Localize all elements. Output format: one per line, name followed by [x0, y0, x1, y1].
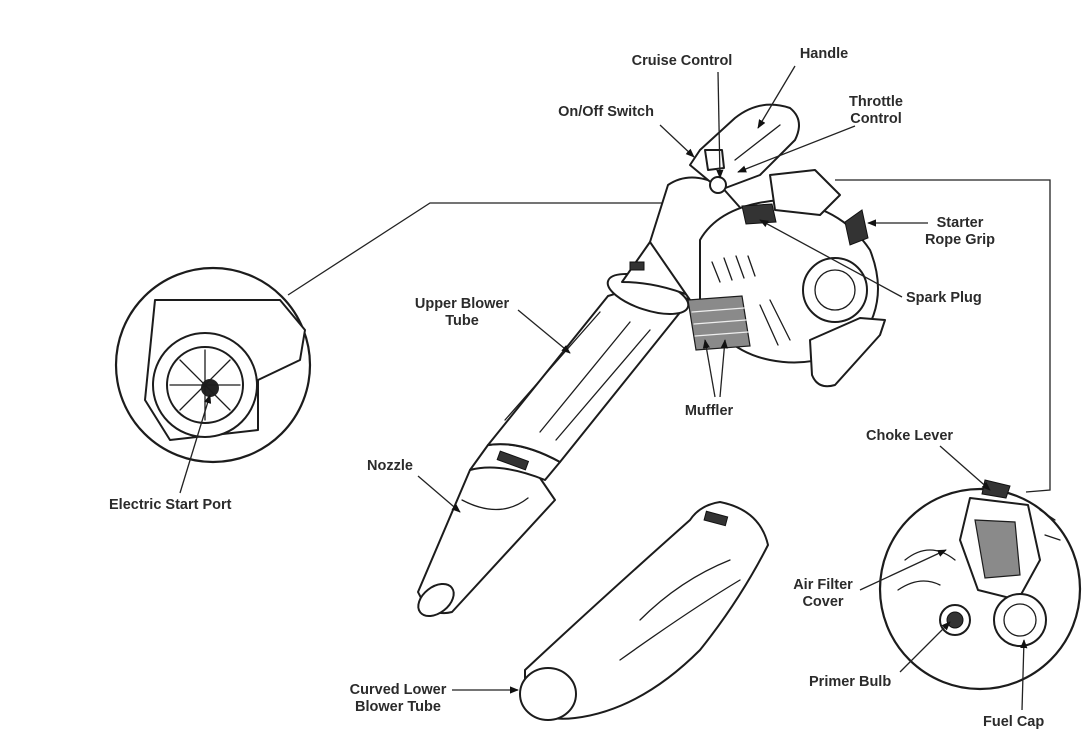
- label-muffler: Muffler: [684, 403, 734, 419]
- label-spark-plug: Spark Plug: [906, 290, 982, 306]
- label-throttle-control-line2: Control: [850, 111, 902, 127]
- label-choke-lever: Choke Lever: [866, 428, 954, 444]
- label-starter-rope-grip-line2: Rope Grip: [924, 232, 996, 248]
- engine-controls-detail: [878, 479, 1082, 691]
- label-throttle-control: Throttle Control: [838, 94, 914, 128]
- label-cruise-control: Cruise Control: [631, 53, 733, 69]
- label-air-filter-cover-line2: Cover: [802, 594, 844, 610]
- label-throttle-control-line1: Throttle: [849, 94, 903, 110]
- callout-connector-lines: [287, 179, 1051, 493]
- label-on-off-switch: On/Off Switch: [558, 104, 654, 120]
- label-nozzle: Nozzle: [367, 458, 413, 474]
- label-primer-bulb: Primer Bulb: [809, 674, 892, 690]
- label-upper-blower-tube-line2: Tube: [445, 313, 479, 329]
- blower-unit-drawing: [417, 103, 886, 618]
- electric-start-port-detail: [114, 266, 312, 464]
- curved-lower-blower-tube-drawing: [519, 501, 769, 721]
- label-handle: Handle: [799, 46, 849, 62]
- label-air-filter-cover: Air Filter Cover: [784, 577, 862, 611]
- label-electric-start-port: Electric Start Port: [109, 497, 232, 513]
- label-curved-lower-blower-tube-line2: Blower Tube: [355, 699, 441, 715]
- label-fuel-cap: Fuel Cap: [983, 714, 1045, 730]
- label-leader-lines: [179, 65, 1028, 711]
- label-curved-lower-blower-tube-line1: Curved Lower: [349, 682, 447, 698]
- label-air-filter-cover-line1: Air Filter: [793, 577, 853, 593]
- label-upper-blower-tube: Upper Blower Tube: [405, 296, 519, 330]
- label-starter-rope-grip: Starter Rope Grip: [918, 215, 1002, 249]
- label-upper-blower-tube-line1: Upper Blower: [414, 296, 510, 312]
- label-curved-lower-blower-tube: Curved Lower Blower Tube: [340, 682, 456, 716]
- label-starter-rope-grip-line1: Starter: [936, 215, 984, 231]
